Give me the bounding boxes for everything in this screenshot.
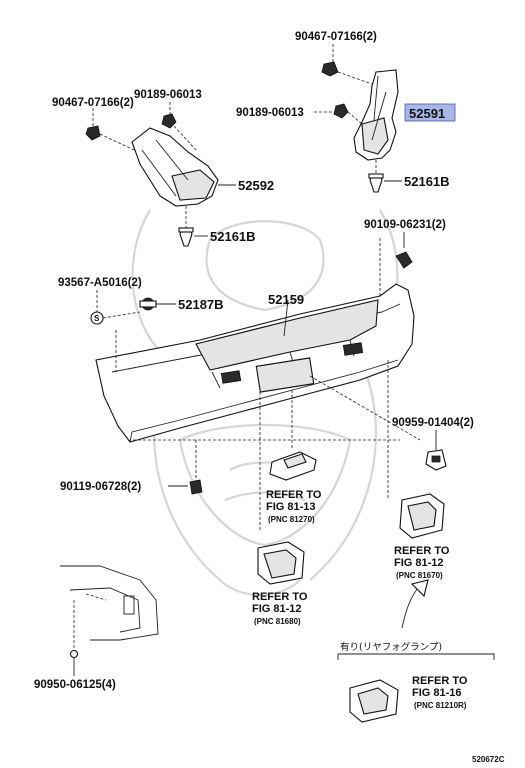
ref-fig-81-16[interactable]: REFER TO FIG 81-16 (PNC 81210R)	[412, 675, 468, 710]
label-90189-right: 90189-06013	[236, 107, 304, 119]
svg-text:(PNC 81670): (PNC 81670)	[396, 571, 443, 580]
svg-text:(PNC 81210R): (PNC 81210R)	[414, 701, 467, 710]
label-90467-top: 90467-07166(2)	[295, 31, 377, 43]
ref-fig-81-13[interactable]: REFER TO FIG 81-13 (PNC 81270)	[266, 489, 322, 524]
screw-90950	[69, 649, 79, 659]
screw-90189-left	[161, 113, 177, 129]
option-note: 有り(リヤフォグランプ)	[340, 641, 442, 653]
label-90119: 90119-06728(2)	[60, 481, 141, 493]
rear-fog-lamp	[349, 679, 399, 723]
body-quarter-panel	[60, 565, 159, 641]
license-lamp-81-13	[269, 451, 317, 481]
s-clip-93567: S	[90, 311, 104, 325]
pin-52161b-right	[368, 173, 384, 193]
mudguard-52591	[353, 69, 399, 161]
svg-text:(PNC 81680): (PNC 81680)	[254, 617, 301, 626]
svg-text:(PNC 81270): (PNC 81270)	[268, 515, 315, 524]
figure-code: 520672C	[472, 755, 505, 764]
svg-text:REFER TO: REFER TO	[394, 545, 450, 557]
label-52159[interactable]: 52159	[268, 292, 304, 307]
clip-90467-top	[321, 61, 339, 77]
label-90189-left: 90189-06013	[134, 89, 202, 101]
bolt-90119	[189, 479, 203, 495]
clip-90467-left	[85, 125, 101, 141]
label-90959: 90959-01404(2)	[392, 417, 474, 429]
bumper-cover-52159	[95, 283, 415, 443]
svg-text:FIG 81-12: FIG 81-12	[252, 603, 302, 615]
screw-90189-right	[333, 103, 349, 119]
label-90109: 90109-06231(2)	[364, 219, 446, 231]
svg-text:REFER TO: REFER TO	[412, 675, 468, 687]
label-52161b-right[interactable]: 52161B	[404, 174, 450, 189]
reflector-lamp-left	[257, 541, 305, 585]
s-mark: S	[94, 314, 100, 323]
highlight-52591	[404, 103, 456, 122]
ref-fig-81-12-right[interactable]: REFER TO FIG 81-12 (PNC 81670)	[394, 545, 450, 580]
label-52187b[interactable]: 52187B	[178, 297, 224, 312]
label-52591[interactable]: 52591	[409, 106, 445, 121]
svg-text:FIG 81-16: FIG 81-16	[412, 687, 462, 699]
clip-52187b	[139, 297, 157, 311]
label-93567: 93567-A5016(2)	[58, 277, 142, 289]
mudguard-52592	[131, 127, 219, 207]
svg-text:REFER TO: REFER TO	[252, 591, 308, 603]
label-52592[interactable]: 52592	[238, 178, 274, 193]
clip-90959	[425, 449, 447, 471]
svg-text:REFER TO: REFER TO	[266, 489, 322, 501]
pin-52161b-left	[178, 227, 194, 247]
label-52161b-left[interactable]: 52161B	[210, 229, 256, 244]
bolt-90109	[395, 251, 413, 269]
svg-text:FIG 81-12: FIG 81-12	[394, 557, 444, 569]
label-90467-left: 90467-07166(2)	[52, 97, 134, 109]
svg-text:FIG 81-13: FIG 81-13	[266, 501, 316, 513]
watermark-emblem	[131, 209, 399, 597]
label-90950: 90950-06125(4)	[34, 679, 116, 691]
reflector-lamp-right	[399, 493, 445, 539]
ref-fig-81-12-left[interactable]: REFER TO FIG 81-12 (PNC 81680)	[252, 591, 308, 626]
